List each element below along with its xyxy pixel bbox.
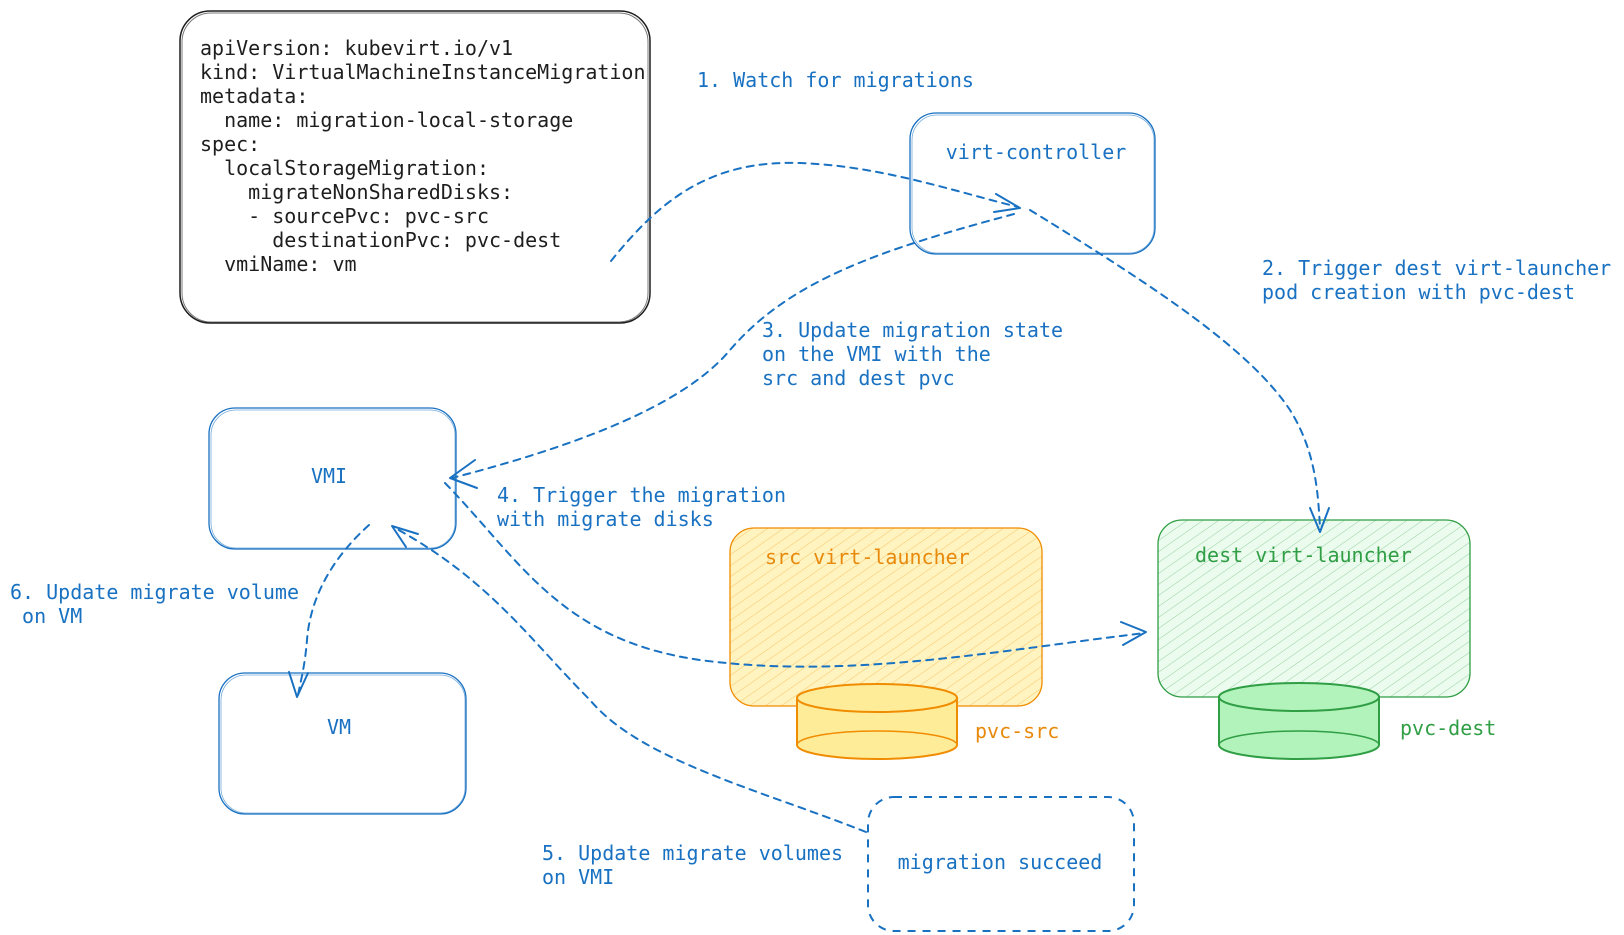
yaml-line: localStorageMigration: <box>200 156 489 180</box>
yaml-line: spec: <box>200 132 261 156</box>
yaml-line: destinationPvc: pvc-dest <box>200 228 562 252</box>
step5-line2: on VMI <box>542 865 614 889</box>
dest-virt-launcher-label: dest virt-launcher <box>1195 543 1412 567</box>
arrow-trigger-dest-launcher <box>1029 209 1321 529</box>
step5-line1: 5. Update migrate volumes <box>542 841 843 865</box>
virt-controller-label: virt-controller <box>946 140 1127 164</box>
arrowhead-update-migrate-volumes-vmi <box>391 525 419 548</box>
arrowhead-trigger-migration <box>1120 621 1147 646</box>
step2-line1: 2. Trigger dest virt-launcher <box>1262 256 1611 280</box>
step2-line2: pod creation with pvc-dest <box>1262 280 1575 304</box>
yaml-line: kind: VirtualMachineInstanceMigration <box>200 60 646 84</box>
step6-line2: on VM <box>10 604 82 628</box>
step1-label: 1. Watch for migrations <box>697 68 974 92</box>
step4-line2: with migrate disks <box>497 507 714 531</box>
yaml-line: name: migration-local-storage <box>200 108 574 132</box>
migration-succeed-node: migration succeed <box>867 796 1135 932</box>
src-virt-launcher-node: src virt-launcher <box>729 527 1043 707</box>
step5-label: 5. Update migrate volumes on VMI <box>542 841 855 889</box>
virt-controller-node: virt-controller <box>909 112 1156 255</box>
yaml-spec-text: apiVersion: kubevirt.io/v1 kind: Virtual… <box>200 36 646 276</box>
step2-label: 2. Trigger dest virt-launcher pod creati… <box>1262 256 1623 304</box>
arrow-update-migrate-volume-vm <box>297 524 370 696</box>
step3-line3: src and dest pvc <box>762 366 955 390</box>
vm-node: VM <box>218 672 467 815</box>
pvc-src-label: pvc-src <box>975 719 1059 743</box>
arrowhead-update-migrate-volume-vm <box>288 671 309 698</box>
yaml-line: vmiName: vm <box>200 252 357 276</box>
yaml-spec-box <box>179 10 651 324</box>
step6-line1: 6. Update migrate volume <box>10 580 299 604</box>
vmi-label: VMI <box>311 464 347 488</box>
dest-virt-launcher-node: dest virt-launcher <box>1157 519 1471 698</box>
yaml-line: metadata: <box>200 84 309 108</box>
arrow-update-migration-state <box>451 213 1015 479</box>
step3-line2: on the VMI with the <box>762 342 991 366</box>
arrowhead-watch-migrations <box>993 193 1021 213</box>
arrowhead-trigger-dest-launcher <box>1309 507 1330 533</box>
arrowhead-update-migration-state <box>449 459 478 489</box>
step3-label: 3. Update migration state on the VMI wit… <box>762 318 1075 390</box>
arrow-trigger-migration <box>444 482 1146 668</box>
step4-label: 4. Trigger the migration with migrate di… <box>497 483 798 531</box>
arrow-update-migrate-volumes-vmi <box>394 527 867 833</box>
pvc-dest-cylinder <box>1218 682 1380 760</box>
step4-line1: 4. Trigger the migration <box>497 483 786 507</box>
step3-line1: 3. Update migration state <box>762 318 1063 342</box>
vm-label: VM <box>327 715 351 739</box>
migration-succeed-label: migration succeed <box>898 850 1103 874</box>
vmi-node: VMI <box>208 407 457 550</box>
pvc-src-cylinder <box>796 683 958 760</box>
step1-line1: 1. Watch for migrations <box>697 68 974 92</box>
src-virt-launcher-label: src virt-launcher <box>765 545 970 569</box>
yaml-line: migrateNonSharedDisks: <box>200 180 514 204</box>
arrow-watch-migrations <box>610 161 1019 262</box>
yaml-spec-box-sketch <box>181 12 649 323</box>
yaml-line: - sourcePvc: pvc-src <box>200 204 489 228</box>
step6-label: 6. Update migrate volume on VM <box>0 0 359 628</box>
pvc-dest-label: pvc-dest <box>1400 716 1496 740</box>
yaml-line: apiVersion: kubevirt.io/v1 <box>200 36 514 60</box>
